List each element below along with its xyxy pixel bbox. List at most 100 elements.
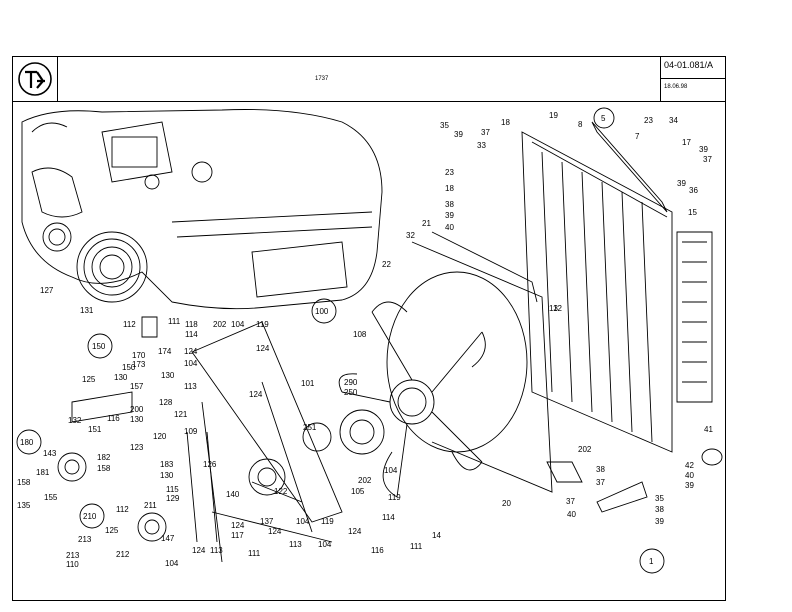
callout-labels: 5 100 150 180 210 1 — [20, 114, 654, 566]
part-label: 113 — [184, 382, 197, 391]
part-label: 130 — [160, 471, 174, 480]
part-label: 104 — [296, 517, 310, 526]
part-label: 35 — [440, 121, 449, 130]
part-label: 213 — [78, 535, 92, 544]
part-label: 251 — [303, 423, 317, 432]
part-label: 40 — [445, 223, 454, 232]
part-label: 37 — [703, 155, 712, 164]
part-label: 15 — [688, 208, 697, 217]
small-assemblies — [57, 316, 723, 542]
engine-illustration — [21, 109, 383, 310]
part-label: 130 — [130, 415, 144, 424]
code-cell — [661, 56, 726, 79]
part-label: 37 — [566, 497, 575, 506]
part-label: 113 — [210, 546, 223, 555]
part-label: 14 — [432, 531, 441, 540]
part-label: 23 — [644, 116, 653, 125]
part-label: 132 — [68, 416, 82, 425]
part-label: 212 — [116, 550, 130, 559]
logo-cell — [12, 56, 58, 102]
part-label: 117 — [231, 531, 244, 540]
part-label: 121 — [174, 410, 188, 419]
part-label: 158 — [97, 464, 111, 473]
part-label: 130 — [161, 371, 175, 380]
part-label: 182 — [97, 453, 111, 462]
callout-100: 100 — [315, 307, 329, 316]
part-label: 8 — [578, 120, 583, 129]
part-label: 13 — [549, 304, 558, 313]
part-label: 202 — [578, 445, 592, 454]
radiator-illustration — [521, 121, 713, 483]
part-label: 202 — [358, 476, 372, 485]
drawing-code: 04-01.081/A — [664, 60, 714, 70]
callout-210: 210 — [83, 512, 97, 521]
part-label: 12 — [553, 304, 562, 313]
fan-illustration — [302, 301, 486, 498]
part-label: 200 — [130, 405, 144, 414]
part-label: 181 — [36, 468, 50, 477]
mounting-frame — [186, 321, 343, 563]
part-label: 19 — [549, 111, 558, 120]
part-label: 170 — [132, 351, 146, 360]
part-label: 113 — [289, 540, 302, 549]
part-label: 140 — [226, 490, 240, 499]
part-label: 137 — [260, 517, 274, 526]
callout-circles — [16, 107, 665, 574]
title-block — [12, 56, 726, 102]
part-label: 118 — [185, 320, 198, 329]
part-label: 124 — [268, 527, 282, 536]
part-label: 124 — [348, 527, 362, 536]
drawing-title: 1737 — [315, 76, 329, 82]
part-label: 104 — [318, 540, 332, 549]
part-label: 104 — [231, 320, 245, 329]
part-label: 124 — [184, 347, 198, 356]
part-label: 125 — [105, 526, 119, 535]
part-label: 18 — [445, 184, 454, 193]
callout-5: 5 — [601, 114, 606, 123]
callout-150: 150 — [92, 342, 106, 351]
part-label: 124 — [192, 546, 206, 555]
part-label: 39 — [655, 517, 664, 526]
part-label: 39 — [677, 179, 686, 188]
part-label: 38 — [655, 505, 664, 514]
title-cell — [58, 56, 661, 102]
part-label: 40 — [567, 510, 576, 519]
part-label: 129 — [166, 494, 180, 503]
part-label: 42 — [685, 461, 694, 470]
crank-pulley — [42, 222, 148, 303]
part-label: 111 — [248, 549, 261, 558]
part-label: 37 — [481, 128, 490, 137]
part-label: 135 — [17, 501, 31, 510]
part-label: 123 — [130, 443, 144, 452]
part-label: 101 — [301, 379, 315, 388]
part-label: 17 — [682, 138, 691, 147]
part-label: 32 — [406, 231, 415, 240]
part-label: 36 — [689, 186, 698, 195]
part-label: 127 — [40, 286, 54, 295]
part-label: 119 — [388, 493, 401, 502]
part-label: 147 — [161, 534, 175, 543]
part-label: 7 — [635, 132, 640, 141]
part-label: 40 — [685, 471, 694, 480]
part-label: 108 — [353, 330, 367, 339]
part-label: 151 — [88, 425, 102, 434]
part-label: 114 — [382, 513, 395, 522]
part-label: 250 — [344, 388, 358, 397]
part-label: 124 — [231, 521, 245, 530]
part-label: 38 — [596, 465, 605, 474]
part-label: 104 — [384, 466, 398, 475]
part-label: 143 — [43, 449, 57, 458]
part-label: 39 — [699, 145, 708, 154]
part-label: 109 — [184, 427, 198, 436]
part-label: 202 — [213, 320, 227, 329]
part-label: 116 — [371, 546, 384, 555]
part-label: 110 — [66, 560, 79, 569]
part-label: 131 — [80, 306, 94, 315]
part-label: 112 — [123, 320, 136, 329]
part-label: 112 — [116, 505, 129, 514]
fan-shroud — [386, 231, 553, 493]
part-label: 128 — [159, 398, 173, 407]
part-label: 34 — [669, 116, 678, 125]
part-label: 124 — [256, 344, 270, 353]
part-label: 122 — [274, 487, 288, 496]
